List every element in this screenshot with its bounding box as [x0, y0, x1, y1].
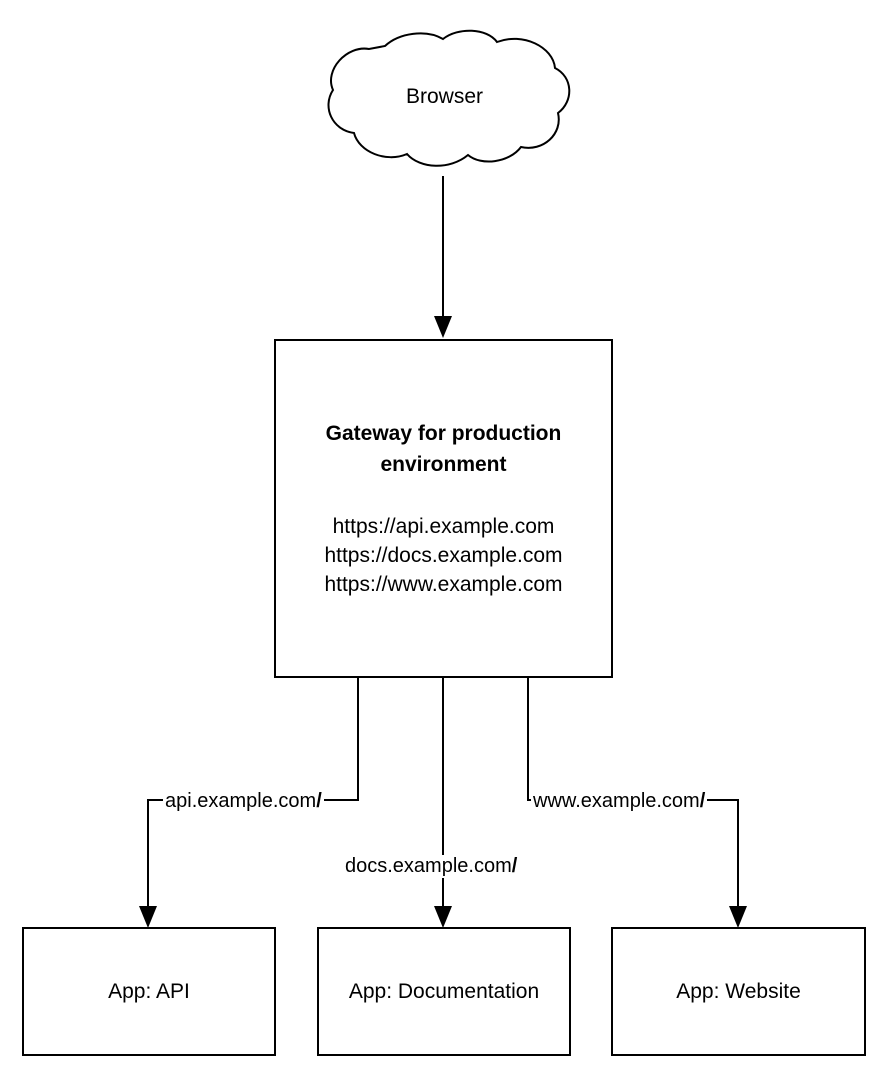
- app-documentation-label: App: Documentation: [348, 980, 540, 1003]
- browser-node-label: Browser: [405, 85, 484, 108]
- edge-browser-gateway-arrowhead: [434, 316, 452, 338]
- app-documentation-box-shape[interactable]: [317, 927, 571, 1056]
- edge-label-api-host: api.example.com: [165, 790, 317, 812]
- app-website-label: App: Website: [676, 980, 801, 1003]
- edge-gateway-docs-arrowhead: [434, 906, 452, 928]
- edge-label-docs-path: /: [511, 855, 518, 877]
- edge-label-docs-route: docs.example.com/: [343, 855, 520, 878]
- gateway-box-shape[interactable]: [274, 339, 613, 678]
- app-api-label: App: API: [108, 980, 190, 1003]
- gateway-title: Gateway for production environment: [325, 422, 562, 476]
- edge-label-www-path: /: [699, 790, 706, 812]
- browser-cloud-shape[interactable]: [327, 29, 571, 167]
- edge-gateway-api-arrowhead: [139, 906, 157, 928]
- gateway-url-list: https://api.example.com https://docs.exa…: [275, 512, 612, 599]
- app-website-box-shape[interactable]: [611, 927, 866, 1056]
- gateway-url-www: https://www.example.com: [324, 573, 563, 596]
- edge-label-api-route: api.example.com/: [163, 790, 324, 813]
- edge-gateway-website-arrowhead: [729, 906, 747, 928]
- app-api-box-shape[interactable]: [22, 927, 276, 1056]
- edge-label-api-path: /: [316, 790, 322, 812]
- edge-label-www-route: www.example.com/: [531, 790, 708, 813]
- gateway-url-api: https://api.example.com: [332, 515, 555, 538]
- edge-label-docs-host: docs.example.com: [345, 855, 512, 877]
- edge-label-www-host: www.example.com: [533, 790, 700, 812]
- gateway-url-docs: https://docs.example.com: [324, 544, 563, 567]
